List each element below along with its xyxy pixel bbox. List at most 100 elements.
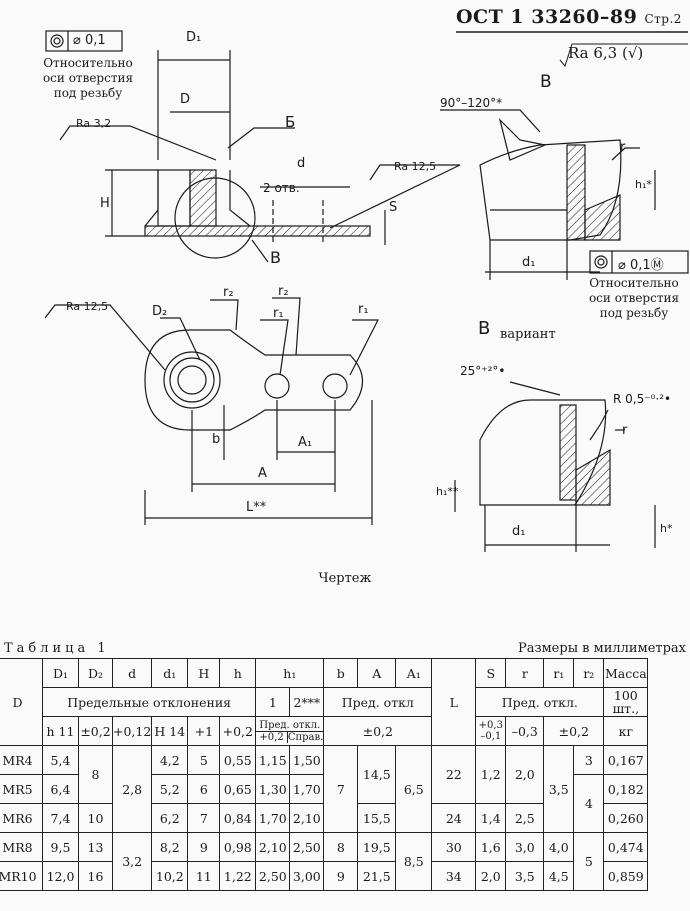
cell-L: 24 <box>431 803 477 833</box>
dim-r: r <box>620 140 626 155</box>
dim-L: L** <box>246 500 267 515</box>
col-A: A <box>357 658 397 688</box>
note-right-line: оси отверстия <box>588 291 680 305</box>
tol-S: +0,3 –0,1 <box>475 716 507 746</box>
cell-D2: 16 <box>78 861 113 891</box>
view-v-title: В <box>540 72 552 92</box>
cell-H: 11 <box>187 861 221 891</box>
cell-h: 0,84 <box>219 803 257 833</box>
col-r1: r₁ <box>543 658 575 688</box>
col-L: L <box>431 658 477 746</box>
cell-D: MR10 <box>0 861 43 891</box>
cell-H: 5 <box>187 745 221 775</box>
cell-S: 1,6 <box>475 832 507 862</box>
table-row: MR10 12,0 16 10,2 11 1,22 2,50 3,00 9 21… <box>0 861 649 891</box>
cell-S: 1,4 <box>475 803 507 833</box>
standard-header: ОСТ 1 33260–89 Стр.2 <box>456 6 682 28</box>
note-right-line: Относительно <box>589 276 679 290</box>
dim-r1-left: r₁ <box>273 306 284 321</box>
cell-r1: 4,5 <box>543 861 575 891</box>
col-D2: D₂ <box>78 658 113 688</box>
detail-view-b <box>440 109 689 280</box>
tolerance-right-value: ⌀ 0,1Ⓜ <box>618 258 664 273</box>
cell-r: 3,0 <box>505 832 545 862</box>
cell-h1-1: 2,50 <box>255 861 291 891</box>
cell-D1: 7,4 <box>42 803 79 833</box>
cell-D1: 6,4 <box>42 774 79 804</box>
roughness-12-5: Ra 12,5 <box>394 160 437 173</box>
note-right-line: под резьбу <box>599 306 669 320</box>
tol-D2: ±0,2 <box>78 716 113 746</box>
label-b: Б <box>285 113 296 131</box>
tol-H: +1 <box>187 716 221 746</box>
cell-d: 3,2 <box>111 832 153 891</box>
table-header-row: Предельные отклонения 1 2*** Пред. откл … <box>0 687 649 717</box>
cell-d: 2,8 <box>111 745 153 833</box>
cell-h1-2: 2,50 <box>289 832 325 862</box>
cell-D: MR6 <box>0 803 43 833</box>
cell-S: 2,0 <box>475 861 507 891</box>
drawing-caption: Чертеж <box>318 571 372 586</box>
cell-h: 1,22 <box>219 861 257 891</box>
col-r: r <box>505 658 545 688</box>
dim-r2-left: r₂ <box>223 285 234 300</box>
tol-d1: H 14 <box>151 716 189 746</box>
table-row: MR6 7,4 10 6,2 7 0,84 1,70 2,10 15,5 24 … <box>0 803 649 833</box>
cell-d1: 4,2 <box>151 745 189 775</box>
note-top: Относительно оси отверстия под резьбу <box>28 56 148 101</box>
cell-r: 2,0 <box>505 745 545 804</box>
variant-word: вариант <box>500 327 556 342</box>
tol-D1: h 11 <box>42 716 79 746</box>
cell-D1: 5,4 <box>42 745 79 775</box>
angle-label: 90°–120°* <box>440 96 503 110</box>
col-S: S <box>475 658 507 688</box>
variant-r: r <box>622 423 628 438</box>
mass-unit-b: кг <box>603 716 649 746</box>
cell-r: 2,5 <box>505 803 545 833</box>
cell-h1-2: 2,10 <box>289 803 325 833</box>
cell-h1-2: 1,70 <box>289 774 325 804</box>
dim-D2: D₂ <box>152 304 168 319</box>
note-top-line: Относительно <box>43 56 133 70</box>
tol-h1-sub: +0,2 Справ. <box>256 730 324 743</box>
variant-view <box>454 381 656 552</box>
sr-dev-header: Пред. откл. <box>475 687 605 717</box>
cell-r2: 4 <box>573 774 605 833</box>
cell-r2: 3 <box>573 745 605 775</box>
page-number: Стр.2 <box>644 12 682 26</box>
tol-h1-title: Пред. откл. <box>259 719 321 731</box>
col-A1: A₁ <box>395 658 433 688</box>
cell-d1: 10,2 <box>151 861 189 891</box>
cell-A: 15,5 <box>357 803 397 833</box>
dim-A1: A₁ <box>298 435 313 450</box>
holes-count: 2 отв. <box>263 181 300 195</box>
cell-L: 22 <box>431 745 477 804</box>
col-h: h <box>219 658 257 688</box>
col-D: D <box>0 658 43 746</box>
cell-mass: 0,167 <box>603 745 649 775</box>
tol-h1-ref: Справ. <box>287 731 324 743</box>
cell-h: 0,98 <box>219 832 257 862</box>
note-right: Относительно оси отверстия под резьбу <box>578 276 690 321</box>
cell-h1-1: 1,15 <box>255 745 291 775</box>
cell-r1: 4,0 <box>543 832 575 862</box>
tolerance-frame-top <box>45 30 123 52</box>
cell-mass: 0,182 <box>603 774 649 804</box>
table-units: Размеры в миллиметрах <box>517 641 686 656</box>
col-d1: d₁ <box>151 658 189 688</box>
table-row: MR4 5,4 8 2,8 4,2 5 0,55 1,15 1,50 7 14,… <box>0 745 649 833</box>
table-row: MR8 9,5 13 3,2 8,2 9 0,98 2,10 2,50 8 19… <box>0 832 649 891</box>
variant-d1: d₁ <box>512 524 526 539</box>
variant-title: В <box>478 318 491 339</box>
dim-b: b <box>212 432 221 447</box>
table-header-row: h 11 ±0,2 +0,12 H 14 +1 +0,2 Пред. откл.… <box>0 716 649 746</box>
cell-D1: 9,5 <box>42 832 79 862</box>
cell-mass: 0,260 <box>603 803 649 833</box>
dim-D: D <box>180 92 191 107</box>
cell-D: MR8 <box>0 832 43 862</box>
tol-bA: ±0,2 <box>323 716 433 746</box>
dim-D1: D₁ <box>186 30 202 45</box>
standard-number: ОСТ 1 33260–89 <box>456 6 638 28</box>
cell-H: 6 <box>187 774 221 804</box>
mass-unit-a: 100 шт., <box>603 687 649 717</box>
